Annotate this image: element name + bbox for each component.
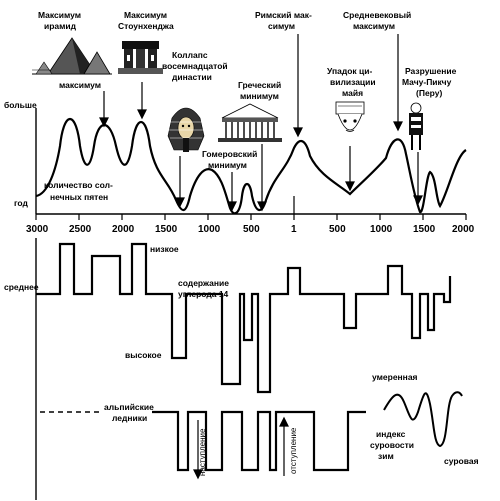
severity-label-line3: зим (378, 451, 394, 461)
tick-label: 1500 (155, 224, 178, 235)
glaciers-label-line2: ледники (112, 413, 147, 423)
label-greek-line1: Греческий (238, 80, 281, 90)
tick-label: 1000 (370, 224, 393, 235)
sunspot-curve (35, 117, 467, 215)
tick-label: 500 (329, 224, 346, 235)
label-collapse-line3: династии (172, 72, 212, 82)
glaciers-label-line1: альпийские (104, 402, 154, 412)
carbon-label-line1: содержание (178, 278, 229, 288)
pyramids-illustration (32, 37, 112, 75)
label-machu-line1: Разрушение (405, 66, 457, 76)
label-maya-line3: майя (342, 88, 363, 98)
label-greek-line2: минимум (240, 91, 279, 101)
tick-label: 2000 (452, 224, 475, 235)
sunspots-label-line1: количество сол- (44, 180, 113, 190)
label-homeric-line2: минимум (208, 160, 247, 170)
severity-label-line2: суровости (370, 440, 414, 450)
label-collapse-line1: Коллапс (172, 50, 208, 60)
label-medieval-line2: максимум (353, 21, 395, 31)
axis-label-year: год (14, 198, 29, 208)
retreat-arrow (279, 416, 289, 476)
severity-label-line1: индекс (376, 429, 406, 439)
tick-label: 3000 (26, 224, 49, 235)
label-stonehenge-line2: Стоунхенджа (118, 21, 174, 31)
label-stonehenge-line1: Максимум (124, 10, 167, 20)
tick-label: 1 (291, 224, 297, 235)
label-roman-line1: Римский мак- (255, 10, 312, 20)
moderate-label: умеренная (372, 372, 418, 382)
tick-label: 1500 (413, 224, 436, 235)
top-axis-ticks (35, 196, 467, 220)
label-maya-line1: Упадок ци- (327, 66, 372, 76)
stonehenge-illustration (118, 41, 163, 74)
maya-head-illustration (335, 101, 365, 132)
label-roman-line2: симум (268, 21, 295, 31)
sunspots-label-line2: нечных пятен (50, 192, 108, 202)
glacier-line (152, 410, 366, 472)
pharaoh-illustration (167, 107, 205, 152)
severe-label: суровая (444, 456, 479, 466)
label-collapse-line2: восемнадцатой (162, 61, 228, 71)
label-low: низкое (150, 244, 179, 254)
axis-label-middle: среднее (4, 282, 39, 292)
label-maya-line2: вилизации (330, 77, 376, 87)
label-machu-line3: (Перу) (416, 88, 442, 98)
retreat-label: отступление (289, 427, 298, 474)
axis-label-more: больше (4, 100, 37, 110)
label-high: высокое (125, 350, 162, 360)
tick-label: 2000 (112, 224, 135, 235)
tick-label: 2500 (69, 224, 92, 235)
advance-label: наступление (198, 428, 207, 476)
inca-figure-illustration (409, 102, 423, 150)
tick-label: 1000 (198, 224, 221, 235)
advance-arrow (193, 420, 203, 480)
tick-label: 500 (243, 224, 260, 235)
label-homeric-line1: Гомеровский (202, 149, 257, 159)
label-pyramids-line1: Максимум (38, 10, 81, 20)
winter-severity-curve (383, 391, 463, 448)
label-machu-line2: Мачу-Пикчу (402, 77, 452, 87)
parthenon-illustration (218, 103, 282, 142)
label-extra-maximum: максимум (59, 80, 101, 90)
carbon14-line (36, 242, 452, 394)
label-medieval-line1: Средневековый (343, 10, 411, 20)
label-pyramids-line2: ирамид (44, 21, 77, 31)
